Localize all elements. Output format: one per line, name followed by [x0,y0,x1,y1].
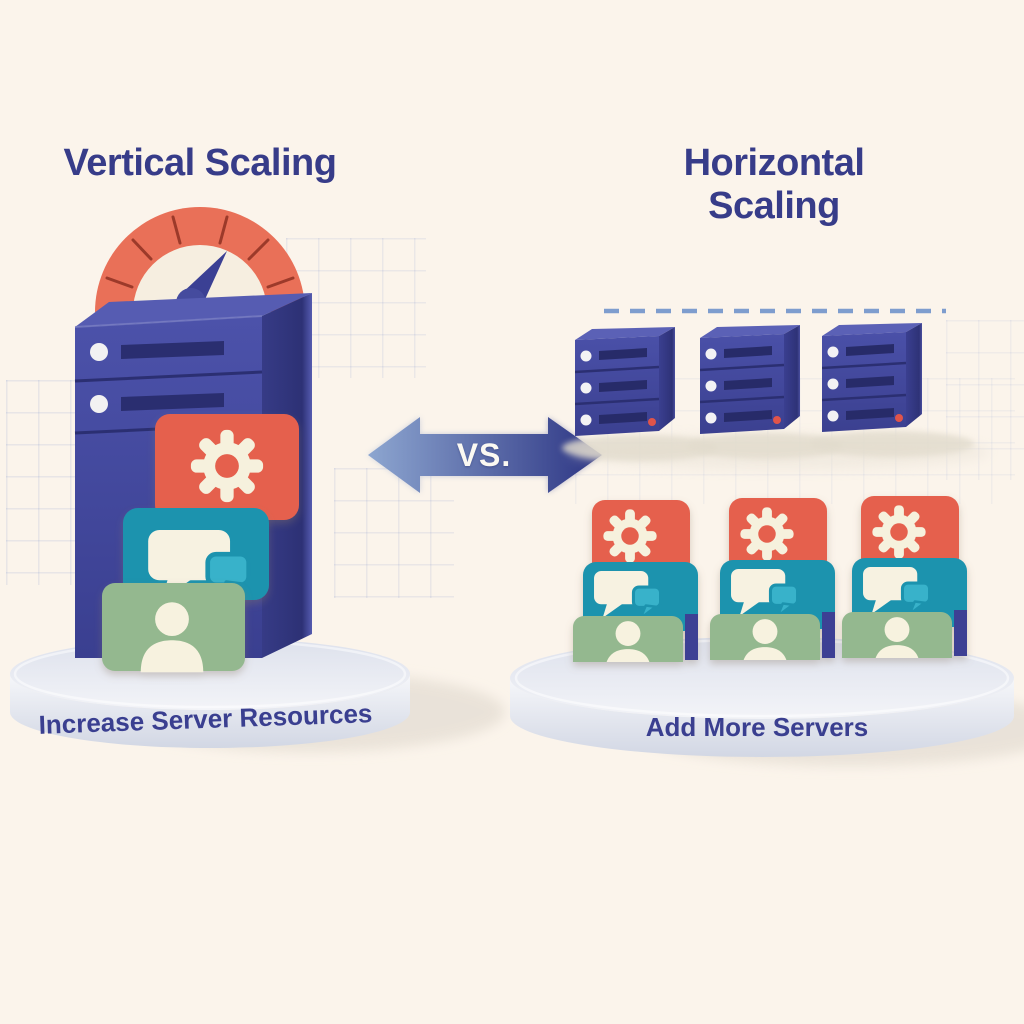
server-box-1 [575,325,675,436]
platform-rim [10,674,410,748]
icon-stacks [573,496,967,682]
server-shadow [562,435,718,461]
user-card [102,583,245,673]
icon-stack-1 [573,500,698,682]
tower-slot [121,341,224,359]
icon-stack-3 [842,496,967,678]
gear-card [155,414,299,520]
icon-stack-2 [710,498,835,680]
speedometer-gauge [95,207,305,318]
server-box-3 [822,321,922,432]
tower-led [90,395,108,413]
chat-card [123,508,269,601]
vs-double-arrow [368,417,602,493]
tower-top-face [75,293,312,327]
right-title: Horizontal Scaling [683,142,865,227]
tower-slot [121,393,224,411]
gauge-ticks [105,215,295,289]
server-shadow [687,433,843,459]
server-shadow [810,431,974,457]
left-title: Vertical Scaling [63,142,337,184]
right-caption: Add More Servers [645,712,869,742]
gear-icon [190,429,264,503]
server-box-2 [700,323,800,434]
vs-label: VS. [456,437,512,473]
tower-led [90,343,108,361]
platform-rim [510,678,1014,757]
